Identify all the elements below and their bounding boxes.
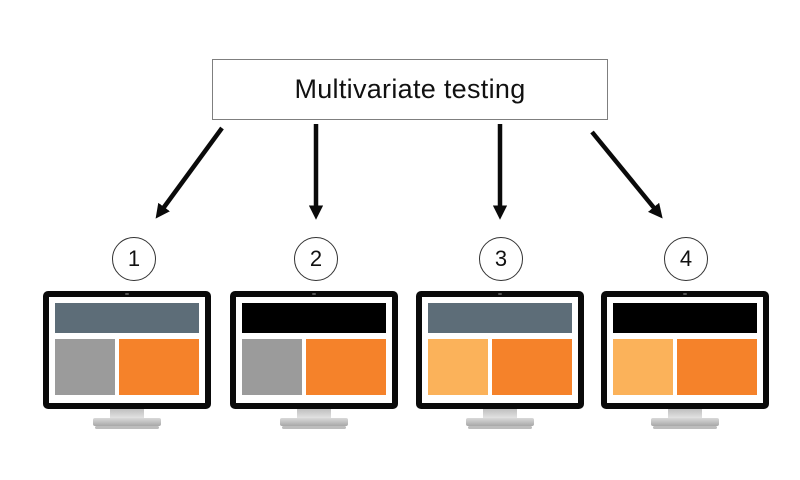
monitor-bezel [230, 291, 398, 409]
arrow-1 [155, 126, 224, 219]
monitor-neck [110, 409, 144, 419]
variant-3-monitor [416, 291, 584, 431]
monitor-neck [483, 409, 517, 419]
arrow-4 [590, 130, 663, 219]
diagram-title: Multivariate testing [294, 74, 526, 104]
variant-4-monitor [601, 291, 769, 431]
left-block [428, 339, 488, 395]
monitor-screen [422, 297, 578, 403]
camera-dot [683, 293, 687, 295]
monitor-screen [607, 297, 763, 403]
variant-1-number: 1 [112, 237, 156, 281]
monitor-stand [651, 418, 719, 426]
monitor-stand [466, 418, 534, 426]
variant-1-monitor [43, 291, 211, 431]
left-block [55, 339, 115, 395]
left-block [242, 339, 302, 395]
header-block [428, 303, 572, 333]
header-block [55, 303, 199, 333]
camera-dot [498, 293, 502, 295]
monitor-bezel [43, 291, 211, 409]
monitor-bezel [416, 291, 584, 409]
monitor-stand [93, 418, 161, 426]
camera-dot [125, 293, 129, 295]
stand-shadow [282, 426, 346, 429]
variant-2-monitor [230, 291, 398, 431]
left-block [613, 339, 673, 395]
stand-shadow [468, 426, 532, 429]
variant-4-number: 4 [664, 237, 708, 281]
header-block [242, 303, 386, 333]
monitor-screen [236, 297, 392, 403]
header-block [613, 303, 757, 333]
monitor-neck [297, 409, 331, 419]
variant-3-number: 3 [479, 237, 523, 281]
right-block [492, 339, 572, 395]
right-block [119, 339, 199, 395]
monitor-neck [668, 409, 702, 419]
right-block [677, 339, 757, 395]
right-block [306, 339, 386, 395]
monitor-stand [280, 418, 348, 426]
stand-shadow [653, 426, 717, 429]
camera-dot [312, 293, 316, 295]
stand-shadow [95, 426, 159, 429]
variant-2-number: 2 [294, 237, 338, 281]
monitor-bezel [601, 291, 769, 409]
title-box: Multivariate testing [212, 59, 608, 120]
monitor-screen [49, 297, 205, 403]
